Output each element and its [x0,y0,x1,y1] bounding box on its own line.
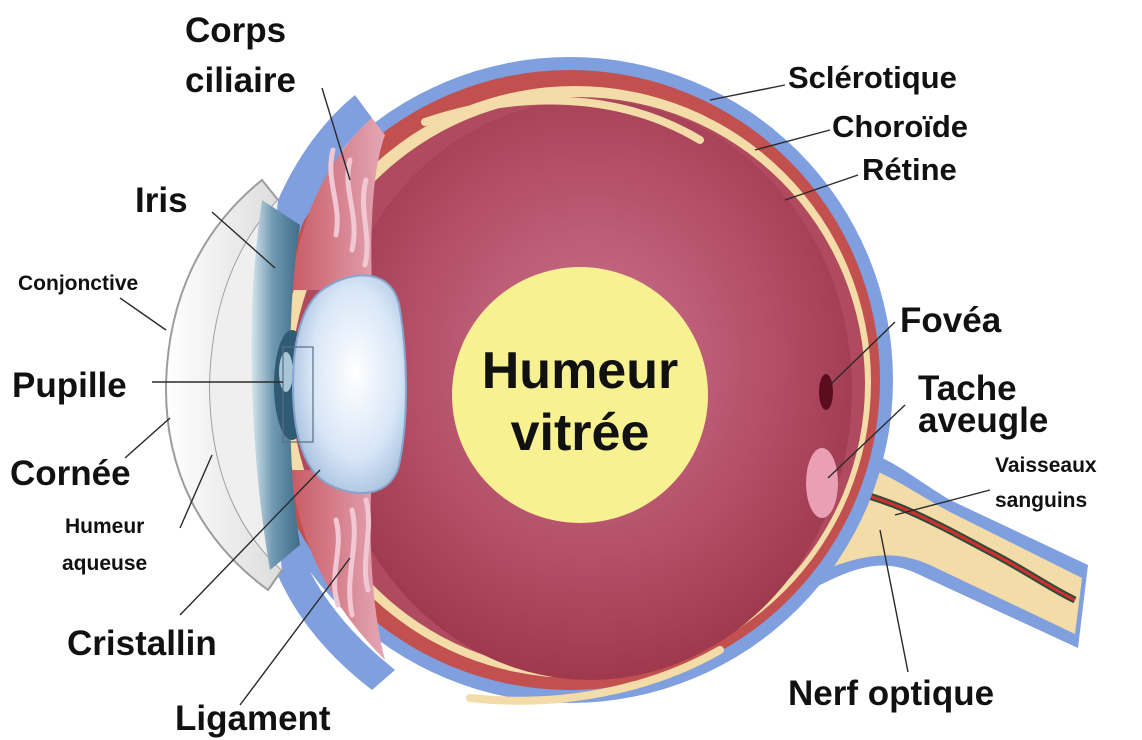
label-vaisseaux-line2: sanguins [995,489,1087,512]
label-pupille: Pupille [12,366,127,405]
label-cornee: Cornée [10,454,131,493]
label-conjonctive: Conjonctive [18,272,138,295]
label-humeur-aqueuse-line2: aqueuse [62,552,147,575]
lens [293,275,406,493]
label-humeur-vitree-line1: Humeur [482,342,678,400]
label-iris: Iris [135,181,188,220]
label-vaisseaux-line1: Vaisseaux [995,454,1097,477]
label-humeur-aqueuse-line1: Humeur [65,515,144,538]
label-nerf-optique: Nerf optique [788,674,994,713]
label-sclerotique: Sclérotique [788,60,957,95]
fovea [819,374,833,410]
label-corps-ciliaire-line1: Corps [185,11,286,50]
label-fovea: Fovéa [900,301,1002,340]
label-humeur-vitree-line2: vitrée [511,404,650,462]
label-choroide: Choroïde [832,109,968,144]
label-corps-ciliaire-line2: ciliaire [185,61,296,100]
label-retine: Rétine [862,152,957,187]
leader-sclerotique [710,85,785,100]
label-tache-aveugle-line2: aveugle [918,401,1048,440]
blind-spot [806,448,838,518]
label-ligament: Ligament [175,699,331,738]
pupil-highlight [279,352,293,392]
label-cristallin: Cristallin [67,624,217,663]
